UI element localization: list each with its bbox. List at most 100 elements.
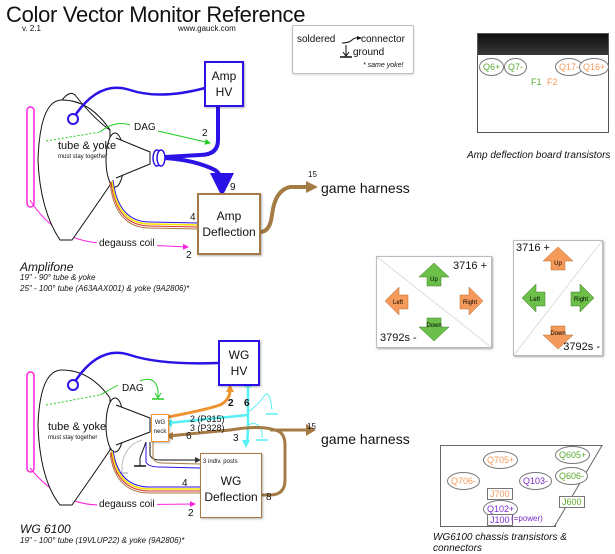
wg-tube-label: tube & yoke: [48, 421, 107, 433]
ground-icon: [340, 45, 352, 58]
connector-j600: J600: [559, 496, 585, 508]
wg-harness-count: 15: [307, 422, 316, 431]
amp-board-caption: Amp deflection board transistors: [467, 150, 611, 161]
wg-neck-brown-count: 6: [186, 431, 192, 442]
amp-tube-label: tube & yoke: [58, 140, 117, 152]
wg-defl-out-count: 8: [266, 492, 272, 503]
wg-cyan-wire: [244, 380, 250, 446]
legend-box: soldered connector ground * same yoke!: [292, 25, 414, 74]
amp-hv-neck-wire: [164, 107, 220, 159]
fuse-f2: F2: [547, 77, 558, 87]
amp-degauss-coil: [26, 106, 35, 208]
fuse-f1: F1: [531, 77, 542, 87]
amp-hv-defl-wire: [164, 156, 234, 197]
amp-tube-body: [37, 99, 111, 241]
dir2-left-label: Left: [530, 297, 540, 303]
wg-hv-line2: HV: [230, 364, 248, 378]
amp-board-header: [478, 34, 608, 55]
wg-defl-line1: WG: [220, 474, 242, 488]
dir2-down-label: Down: [550, 331, 565, 337]
legend-note: * same yoke!: [363, 62, 404, 69]
connector-j700: J700: [487, 488, 513, 500]
legend-soldered-label: soldered: [297, 34, 336, 45]
dir2-left-arrow: [521, 283, 546, 313]
wg-neck-line2: neck: [153, 429, 167, 435]
dir1-left-arrow: [384, 286, 409, 316]
wg-chassis-caption: WG6100 chassis transistors & connectors: [433, 532, 567, 554]
wg-harness-label: game harness: [321, 431, 410, 447]
dir1-up-arrow: [418, 262, 450, 287]
amp-degauss-count: 2: [186, 250, 192, 261]
amp-anode: [67, 113, 79, 125]
dir1-top-label: 3716 +: [453, 260, 487, 272]
direction-diagram-1: Up Down Left Right 3716 + 3792s -: [376, 256, 492, 348]
amplifone-line-1: 19" - 90° tube & yoke: [20, 273, 96, 282]
transistor-q103: Q103-: [519, 472, 553, 490]
dir1-left-label: Left: [393, 300, 403, 306]
wg-anode: [67, 379, 79, 391]
wg-p328-label: 3 (P328): [190, 423, 225, 433]
wg-cyan-hv-count: 6: [244, 398, 250, 409]
wg-tube-body: [37, 369, 111, 506]
wg-orange-wire: [167, 389, 232, 419]
amp-hv-wire: [74, 86, 206, 115]
amp-harness-wire: [259, 185, 310, 234]
legend-connector-label: connector: [361, 34, 405, 45]
wg-neck-line1: WG: [154, 420, 166, 426]
version-label: v. 2.1: [22, 24, 41, 33]
site-url: www.gauck.com: [178, 24, 236, 33]
amp-dag-wire: [99, 123, 131, 133]
transistor-q606: Q606-: [555, 467, 589, 485]
amp-tube-sublabel: must stay together: [58, 154, 108, 160]
wg-degauss-count: 2: [188, 508, 194, 519]
amp-defl-line2: Deflection: [202, 225, 256, 239]
transistor-q7: Q7-: [504, 58, 528, 76]
wg-line-1: 19" - 100° tube (19VLUP22) & yoke (9A280…: [20, 536, 185, 545]
amp-harness-label: game harness: [321, 180, 410, 196]
wg-hv-line1: WG: [228, 348, 250, 362]
transistor-q706: Q706-: [447, 472, 481, 490]
wg-yoke-count: 4: [182, 478, 188, 489]
wg-degauss-label: degauss coil: [97, 499, 157, 510]
wg-dag-ground: [139, 378, 159, 398]
wg-yoke-cable: [112, 449, 200, 488]
amp-dag-label: DAG: [132, 122, 158, 133]
amp-yoke-count: 4: [190, 212, 196, 223]
dir2-up-label: Up: [554, 261, 562, 267]
amp-dag-count: 2: [202, 128, 208, 139]
wg-neck-box: WG neck: [151, 414, 169, 442]
wg-chassis: Q705+ Q706- Q103- J700 Q102+ J100 (=powe…: [440, 445, 556, 527]
wg-dag-label: DAG: [122, 383, 144, 394]
amp-board: Q6+ Q7- Q17- Q16+ F1 F2: [477, 33, 610, 133]
wg-title: WG 6100: [20, 522, 71, 536]
dir2-bottom-label: 3792s -: [563, 341, 600, 353]
transistor-q6: Q6+: [479, 58, 505, 76]
connector-j100: J100: [487, 514, 513, 526]
dir2-up-arrow: [542, 246, 574, 271]
wg-degauss-coil: [26, 371, 35, 473]
j100-note: (=power): [511, 514, 543, 523]
wg-hv-box: WG HV: [218, 340, 260, 386]
dir1-down-label: Down: [426, 323, 441, 329]
wg-p315-label: 2 (P315): [190, 414, 225, 424]
amp-yoke-cable: [112, 179, 199, 224]
wg-cyan-defl-count: 3: [233, 433, 239, 444]
amp-defl-line1: Amp: [216, 209, 242, 223]
dir1-right-arrow: [459, 286, 484, 316]
dir2-down-arrow: [542, 325, 574, 350]
amp-hv-line2: HV: [215, 85, 233, 99]
dir1-arrows: Up Down Left Right: [377, 257, 491, 347]
connector-arrow-icon: [341, 36, 362, 44]
amp-hv-count: 9: [230, 182, 236, 193]
dir2-right-label: Right: [574, 297, 588, 303]
dir2-arrows: Up Down Left Right: [514, 241, 602, 355]
wg-posts-label: 3 indiv. posts: [203, 459, 238, 465]
amp-degauss-label: degauss coil: [97, 238, 157, 249]
page-title: Color Vector Monitor Reference: [6, 2, 306, 27]
amplifone-title: Amplifone: [20, 260, 74, 274]
transistor-q605: Q605+: [555, 446, 591, 464]
amp-hv-line1: Amp: [211, 69, 237, 83]
